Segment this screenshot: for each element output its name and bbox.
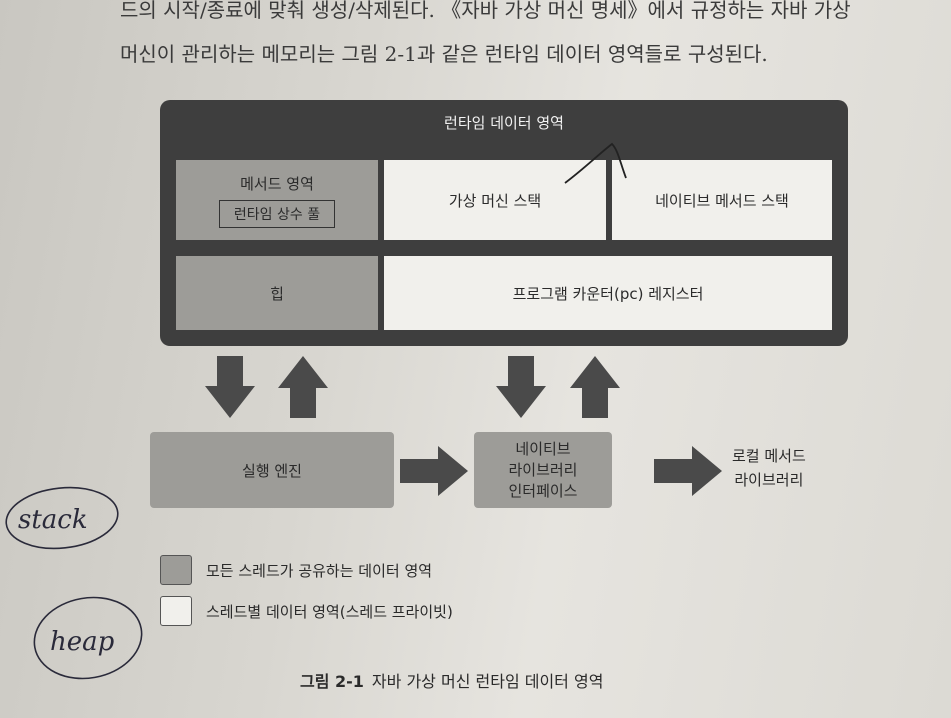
local-library-line-2: 라이브러리 <box>734 471 804 489</box>
legend-private-swatch <box>160 596 192 626</box>
runtime-data-area: 런타임 데이터 영역 메서드 영역 런타임 상수 풀 가상 머신 스택 네이티브… <box>160 100 848 346</box>
figure-caption: 그림 2-1 자바 가상 머신 런타임 데이터 영역 <box>300 668 603 692</box>
handwritten-heap: heap <box>50 627 115 657</box>
legend-shared-swatch <box>160 555 192 585</box>
paragraph-line-2: 머신이 관리하는 메모리는 그림 2-1과 같은 런타임 데이터 영역들로 구성… <box>120 42 768 66</box>
arrow-right-icon <box>400 446 468 496</box>
arrow-right-2-icon <box>654 446 722 496</box>
arrow-down-right-icon <box>496 356 546 418</box>
vm-stack: 가상 머신 스택 <box>384 160 606 240</box>
method-area-label: 메서드 영역 <box>240 174 314 193</box>
local-method-library: 로컬 메서드 라이브러리 <box>732 444 806 492</box>
arrow-up-left-icon <box>278 356 328 418</box>
native-library-interface: 네이티브 라이브러리 인터페이스 <box>474 432 612 508</box>
local-library-line-1: 로컬 메서드 <box>732 447 806 465</box>
arrow-down-left-icon <box>205 356 255 418</box>
handwritten-heap-circle: heap <box>33 596 143 680</box>
arrow-up-right-icon <box>570 356 620 418</box>
handwritten-stack-circle: stack <box>5 486 119 550</box>
execution-engine: 실행 엔진 <box>150 432 394 508</box>
legend-private-label: 스레드별 데이터 영역(스레드 프라이빗) <box>206 603 453 621</box>
method-area: 메서드 영역 런타임 상수 풀 <box>176 160 378 240</box>
constant-pool: 런타임 상수 풀 <box>218 199 336 228</box>
native-method-stack: 네이티브 메서드 스택 <box>612 160 832 240</box>
caption-text: 자바 가상 머신 런타임 데이터 영역 <box>371 672 604 691</box>
runtime-title: 런타임 데이터 영역 <box>444 114 564 132</box>
native-interface-line-2: 라이브러리 <box>508 460 578 479</box>
handwritten-stack: stack <box>18 505 88 535</box>
heap: 힙 <box>176 256 378 330</box>
caption-number: 그림 2-1 <box>300 672 364 691</box>
native-interface-line-3: 인터페이스 <box>508 481 578 500</box>
paragraph-line-1: 드의 시작/종료에 맞춰 생성/삭제된다. 《자바 가상 머신 명세》에서 규정… <box>120 0 851 22</box>
pen-mark <box>564 142 627 184</box>
native-interface-line-1: 네이티브 <box>515 439 571 458</box>
legend-shared-label: 모든 스레드가 공유하는 데이터 영역 <box>206 562 433 580</box>
pc-register: 프로그램 카운터(pc) 레지스터 <box>384 256 832 330</box>
